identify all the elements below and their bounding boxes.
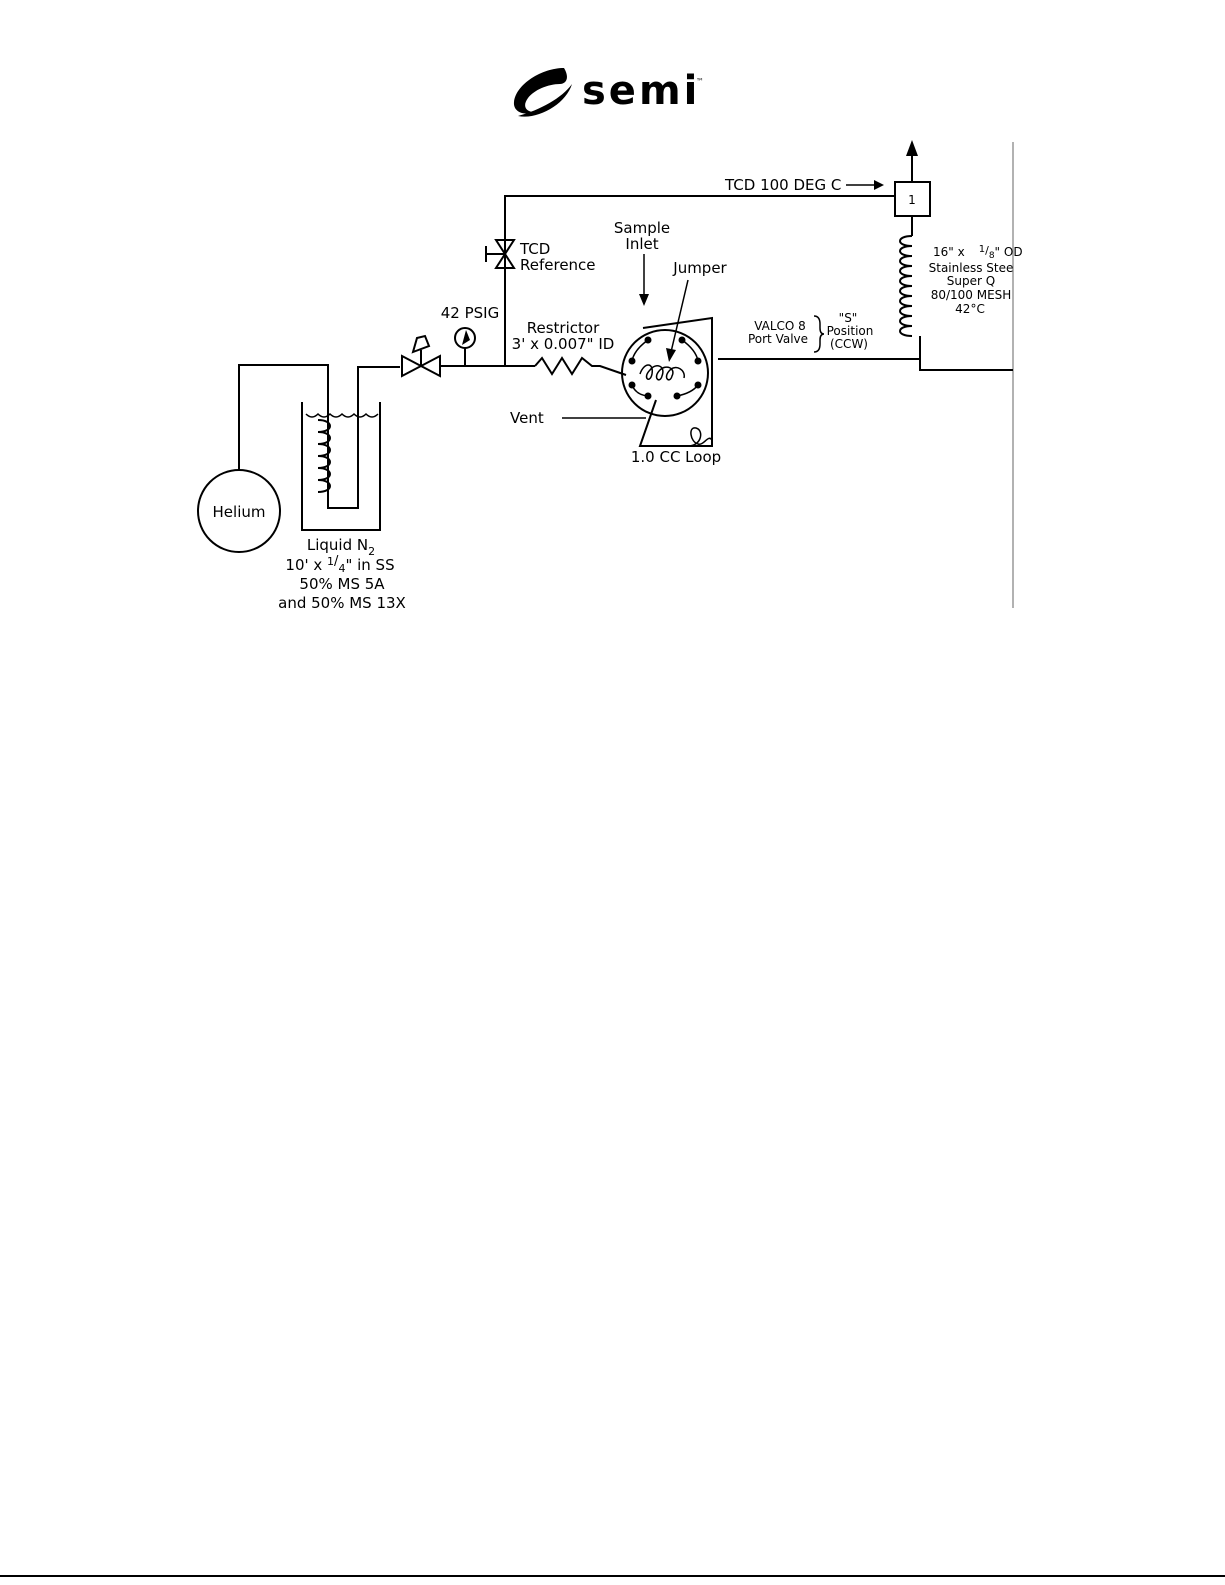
column-size-label: 10' x 1/4" in SS (285, 554, 394, 575)
brace-icon (814, 316, 824, 352)
tcd-ref-label-2: Reference (520, 256, 596, 274)
helium-cylinder: Helium (198, 470, 280, 552)
ms13x-label: and 50% MS 13X (278, 594, 406, 612)
semi-logo-wordmark: semi (582, 68, 700, 114)
detector-number: 1 (908, 193, 916, 207)
jumper-label: Jumper (672, 259, 727, 277)
column2-material-label: Stainless Stee (929, 261, 1014, 275)
jumper-coil-icon (640, 365, 684, 380)
helium-label: Helium (213, 503, 266, 521)
liquid-n2-label: Liquid N2 (307, 536, 375, 558)
liquid-n2-dewar (302, 402, 380, 530)
pressure-gauge-icon (455, 328, 475, 366)
valco-8-port-valve (622, 318, 712, 446)
valco-label-2: Port Valve (748, 332, 808, 346)
regulator-valve-icon (402, 336, 440, 376)
jumper-arrow-icon (666, 348, 676, 362)
vent-label: Vent (510, 409, 544, 427)
column2-mesh-label: 80/100 MESH (931, 288, 1012, 302)
position-label-1: "S" (839, 311, 858, 325)
column-coil-icon (900, 236, 912, 336)
restrictor-icon (535, 358, 626, 375)
semi-logo-swoosh-icon (514, 68, 572, 117)
tcd-detector: 1 (895, 182, 930, 216)
tcd-reference-valve-icon (486, 240, 514, 268)
gauge-label: 42 PSIG (441, 304, 499, 322)
loop-label: 1.0 CC Loop (631, 448, 721, 466)
tcd-arrow-icon (874, 180, 884, 190)
sample-inlet-arrow-icon (639, 294, 649, 306)
position-label-3: (CCW) (830, 337, 868, 351)
semi-logo-tm: ™ (696, 77, 704, 86)
restrictor-label-2: 3' x 0.007" ID (512, 335, 615, 353)
bottom-rule (0, 1575, 1225, 1577)
sample-label-2: Inlet (625, 235, 658, 253)
column2-temp-label: 42°C (955, 302, 985, 316)
ms5a-label: 50% MS 5A (299, 575, 385, 593)
column-outlet-line (920, 336, 1013, 370)
semi-logo: semi ™ (512, 62, 712, 118)
sample-loop-coil-icon (688, 428, 712, 446)
valco-label-1: VALCO 8 (754, 319, 806, 333)
column2-packing-label: Super Q (947, 274, 995, 288)
gc-flow-diagram: Helium Liquid N2 10' x 1/4" in SS 50% MS… (0, 130, 1225, 630)
tcd-temp-label: TCD 100 DEG C (724, 176, 841, 194)
position-label-2: Position (827, 324, 874, 338)
detector-outlet-arrow-icon (906, 140, 918, 156)
helium-line (239, 365, 400, 508)
